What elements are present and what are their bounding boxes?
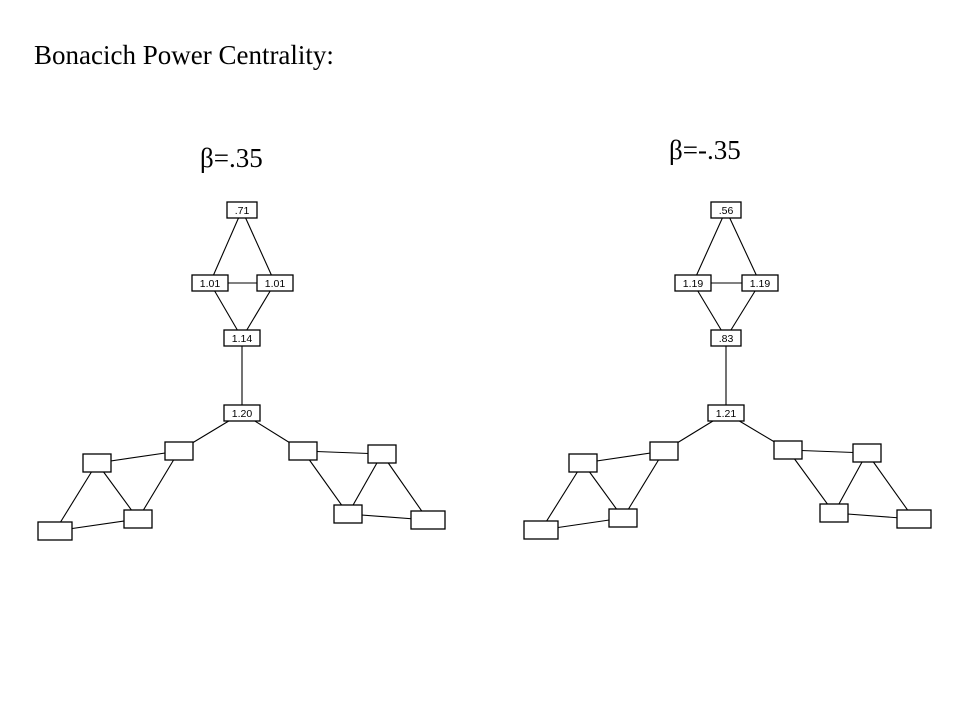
node-box [410, 510, 446, 530]
graph-edge [54, 462, 98, 532]
graph-node [410, 510, 446, 530]
graph-node [852, 443, 882, 463]
graph-edge [209, 282, 243, 339]
node-value: 1.01 [200, 278, 221, 290]
node-box [123, 509, 153, 529]
graph-edge [241, 209, 276, 284]
node-value: .56 [719, 205, 734, 217]
graph-node: 1.21 [707, 404, 745, 422]
node-box [819, 503, 849, 523]
node-box [223, 329, 261, 347]
graph-node [288, 441, 318, 461]
graph-node [164, 441, 194, 461]
graph-node: 1.01 [256, 274, 294, 292]
graph-edge [833, 452, 868, 514]
graph-edge [540, 462, 584, 531]
node-value: 1.19 [750, 278, 771, 290]
graph-node [123, 509, 153, 529]
node-box [608, 508, 638, 528]
graph-node [333, 504, 363, 524]
graph-node: .83 [710, 329, 742, 347]
node-box [710, 329, 742, 347]
beta-symbol: β [200, 143, 214, 173]
page-title: Bonacich Power Centrality: [34, 40, 334, 70]
graph-node [367, 444, 397, 464]
graph-edge [381, 453, 429, 521]
graph-node [649, 441, 679, 461]
graph-edge [241, 282, 276, 339]
node-box [164, 441, 194, 461]
node-value: 1.20 [232, 408, 253, 420]
node-box [333, 504, 363, 524]
node-value: 1.19 [683, 278, 704, 290]
node-box [523, 520, 559, 540]
graph-node [568, 453, 598, 473]
node-box [896, 509, 932, 529]
graph-edge [725, 209, 761, 284]
node-value: 1.14 [232, 333, 253, 345]
graph-edge [692, 209, 727, 284]
node-box [367, 444, 397, 464]
graph-edge [209, 209, 243, 284]
graph-node: 1.14 [223, 329, 261, 347]
graph-node: 1.19 [741, 274, 779, 292]
graph-edge [866, 452, 915, 520]
node-box [707, 404, 745, 422]
graph-node: 1.01 [191, 274, 229, 292]
node-box [649, 441, 679, 461]
graph-node: .71 [226, 201, 258, 219]
graph-edge [137, 450, 180, 520]
graph-edge [302, 450, 349, 515]
beta-value: =.35 [213, 143, 263, 173]
beta-symbol: β [669, 135, 683, 165]
graph-node: .56 [710, 201, 742, 219]
graph-node [608, 508, 638, 528]
node-box [741, 274, 779, 292]
graph-edge [347, 453, 383, 515]
node-box [37, 521, 73, 541]
graph-node [37, 521, 73, 541]
graph-node [82, 453, 112, 473]
node-value: .71 [235, 205, 250, 217]
node-box [223, 404, 261, 422]
graph-edge [725, 282, 761, 339]
node-box [852, 443, 882, 463]
graph-node [773, 440, 803, 460]
graph-node: 1.20 [223, 404, 261, 422]
node-box [674, 274, 712, 292]
beta-value: =-.35 [682, 135, 741, 165]
graph-node [819, 503, 849, 523]
node-box [568, 453, 598, 473]
node-box [82, 453, 112, 473]
graph-node [896, 509, 932, 529]
graph-edge [692, 282, 727, 339]
node-box [256, 274, 294, 292]
graph-node: 1.19 [674, 274, 712, 292]
graph-edge [622, 450, 665, 519]
graph-edge [787, 449, 835, 514]
beta-label-right: β=-.35 [669, 135, 741, 166]
node-box [288, 441, 318, 461]
node-value: 1.21 [716, 408, 737, 420]
node-value: .83 [719, 333, 734, 345]
node-box [226, 201, 258, 219]
node-value: 1.01 [265, 278, 286, 290]
graph-node [523, 520, 559, 540]
node-box [710, 201, 742, 219]
beta-label-left: β=.35 [200, 143, 263, 174]
edges [540, 209, 915, 531]
node-box [191, 274, 229, 292]
node-box [773, 440, 803, 460]
